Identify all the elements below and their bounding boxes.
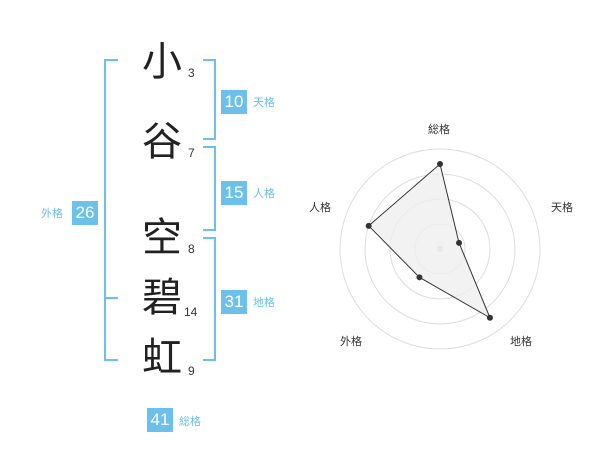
name-char-3: 空: [142, 215, 182, 261]
radar-point: [456, 239, 463, 246]
soukaku-label: 総格: [179, 415, 201, 428]
tenkaku-label: 天格: [253, 96, 275, 109]
gaikaku-badge: 26: [72, 201, 98, 225]
stroke-count-1: 3: [188, 66, 195, 80]
name-char-5: 虹: [142, 335, 182, 381]
soukaku-badge: 41: [147, 408, 173, 432]
radar-axis-label-soukaku: 総格: [428, 123, 450, 136]
chikaku-label: 地格: [253, 296, 275, 309]
radar-point: [437, 161, 443, 167]
chikaku-bracket: [203, 237, 216, 361]
gaikaku-bracket: [104, 59, 118, 361]
jinkaku-bracket: [203, 146, 216, 231]
radar-axis-label-chikaku: 地格: [510, 335, 532, 348]
stroke-count-3: 8: [188, 242, 195, 256]
radar-point: [416, 274, 423, 281]
radar-point: [486, 314, 493, 321]
name-char-1: 小: [142, 39, 182, 85]
stroke-count-4: 14: [184, 305, 198, 319]
name-char-4: 碧: [142, 275, 182, 321]
jinkaku-label: 人格: [253, 187, 275, 200]
radar-polygon: [367, 163, 491, 319]
gaikaku-label: 外格: [41, 207, 63, 220]
chikaku-badge: 31: [221, 290, 247, 314]
stroke-count-5: 9: [188, 364, 195, 378]
jinkaku-badge: 15: [221, 181, 247, 205]
radar-point: [365, 222, 372, 229]
radar-axis-label-tenkaku: 天格: [551, 201, 573, 214]
radar-axis-label-gaikaku: 外格: [340, 335, 362, 348]
tenkaku-badge: 10: [221, 90, 247, 114]
tenkaku-bracket: [203, 59, 216, 140]
name-char-2: 谷: [142, 119, 182, 165]
radar-axis-label-jinkaku: 人格: [309, 201, 331, 214]
stroke-count-2: 7: [188, 146, 195, 160]
